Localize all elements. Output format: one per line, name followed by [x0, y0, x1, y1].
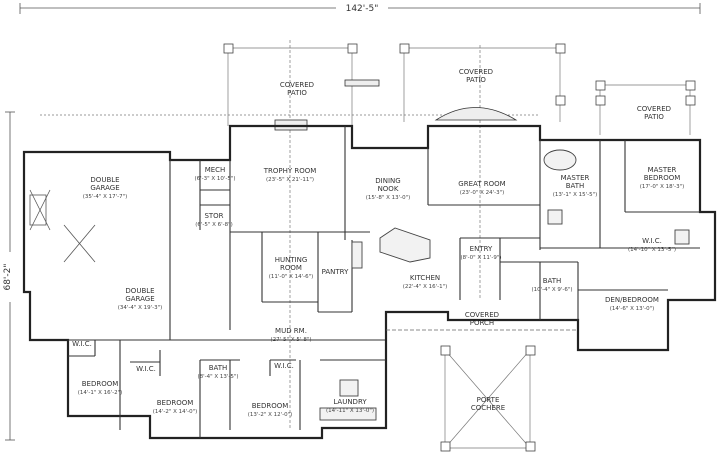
room-label-dining-nook-line-2: NOOK — [378, 185, 399, 193]
room-label-laundry: LAUNDRY — [333, 398, 367, 406]
room-dimension-bath-1: (10'-4" X 9'-6") — [531, 287, 572, 293]
room-label-double-garage-2-line-1: DOUBLE — [125, 287, 154, 295]
room-label-den-bedroom: DEN/BEDROOM — [605, 296, 659, 304]
room-label-porte-cochere-line-2: COCHERE — [471, 404, 505, 412]
room-dimension-kitchen: (22'-4" X 16'-1") — [403, 284, 448, 290]
room-label-wic-master: W.I.C. — [642, 237, 662, 245]
room-dimension-den-bedroom: (14'-6" X 13'-0") — [610, 306, 655, 312]
room-label-wic-1: W.I.C. — [72, 340, 92, 348]
room-dimension-mech: (6'-3" X 10'-5") — [194, 176, 235, 182]
interior-walls — [68, 126, 700, 438]
patio-structures — [40, 40, 691, 449]
room-label-hunting-room-line-2: ROOM — [280, 264, 302, 272]
room-dimension-bedroom-2: (14'-2" X 14'-0") — [153, 409, 198, 415]
kitchen-island — [319, 149, 690, 421]
room-label-trophy-room: TROPHY ROOM — [263, 167, 317, 175]
room-dimension-double-garage-1: (35'-4" X 17'-7") — [83, 194, 128, 200]
room-dimension-stor: (6'-5" X 6'-8") — [195, 222, 233, 228]
room-dimension-master-bath: (13'-1" X 15'-5") — [553, 192, 598, 198]
room-label-hunting-room-line-1: HUNTING — [275, 256, 308, 264]
room-label-pantry: PANTRY — [322, 268, 349, 276]
room-label-stor: STOR — [204, 212, 223, 220]
room-dimension-bedroom-1: (14'-1" X 16'-2") — [78, 390, 123, 396]
room-label-wic-3: W.I.C. — [274, 362, 294, 370]
room-label-covered-patio-3-line-2: PATIO — [644, 113, 664, 121]
room-label-covered-patio-2-line-2: PATIO — [466, 76, 486, 84]
exterior-walls — [22, 124, 717, 440]
room-label-entry: ENTRY — [470, 245, 493, 253]
room-label-master-bath-line-2: BATH — [566, 182, 585, 190]
room-label-bedroom-1: BEDROOM — [82, 380, 119, 388]
room-dimension-bedroom-3: (13'-2" X 12'-0") — [248, 412, 293, 418]
room-label-kitchen: KITCHEN — [410, 274, 440, 282]
room-dimension-hunting-room: (11'-0" X 14'-6") — [269, 274, 314, 280]
room-dimension-great-room: (23'-0" X 24'-3") — [460, 190, 505, 196]
overall-width-label: 142'-5" — [346, 4, 379, 14]
room-dimension-wic-master: (14'-10" X 13'-5") — [628, 247, 676, 253]
overall-depth-label: 68'-2" — [3, 263, 13, 290]
room-label-double-garage-2-line-2: GARAGE — [125, 295, 154, 303]
room-dimension-bath-2: (8'-4" X 13'-5") — [197, 374, 238, 380]
room-label-bath-2: BATH — [209, 364, 228, 372]
room-label-wic-2: W.I.C. — [136, 365, 156, 373]
room-label-master-bedroom-line-2: BEDROOM — [644, 174, 681, 182]
room-label-bedroom-3: BEDROOM — [252, 402, 289, 410]
room-label-covered-porch-line-1: COVERED — [465, 311, 499, 319]
room-dimension-mud-rm: (27'-5" X 5'-8") — [270, 337, 311, 343]
room-label-covered-patio-1-line-2: PATIO — [287, 89, 307, 97]
room-label-porte-cochere-line-1: PORTE — [477, 396, 500, 404]
room-dimension-double-garage-2: (34'-4" X 19'-3") — [118, 305, 163, 311]
room-label-covered-porch-line-2: PORCH — [470, 319, 494, 327]
depth-dim-bg — [4, 252, 16, 302]
room-label-master-bedroom-line-1: MASTER — [648, 166, 677, 174]
room-label-covered-patio-1-line-1: COVERED — [280, 81, 314, 89]
room-label-covered-patio-2-line-1: COVERED — [459, 68, 493, 76]
room-label-dining-nook-line-1: DINING — [375, 177, 400, 185]
room-label-double-garage-1-line-2: GARAGE — [90, 184, 119, 192]
room-label-master-bath-line-1: MASTER — [561, 174, 590, 182]
room-label-mud-rm: MUD RM. — [275, 327, 307, 335]
room-label-covered-patio-3-line-1: COVERED — [637, 105, 671, 113]
room-label-great-room: GREAT ROOM — [458, 180, 505, 188]
width-dim-bg — [336, 2, 388, 13]
patio-columns — [223, 43, 696, 452]
room-dimension-trophy-room: (23'-5" X 21'-11") — [266, 177, 314, 183]
room-label-bath-1: BATH — [543, 277, 562, 285]
room-label-double-garage-1-line-1: DOUBLE — [90, 176, 119, 184]
garage-doors — [29, 189, 96, 263]
room-dimension-laundry: (14'-11" X 13'-0") — [326, 408, 374, 414]
room-label-bedroom-2: BEDROOM — [157, 399, 194, 407]
room-dimension-master-bedroom: (17'-0" X 18'-3") — [640, 184, 685, 190]
room-dimension-dining-nook: (15'-8" X 13'-0") — [366, 195, 411, 201]
room-dimension-entry: (8'-0" X 11'-9") — [460, 255, 501, 261]
room-label-mech: MECH — [205, 166, 226, 174]
